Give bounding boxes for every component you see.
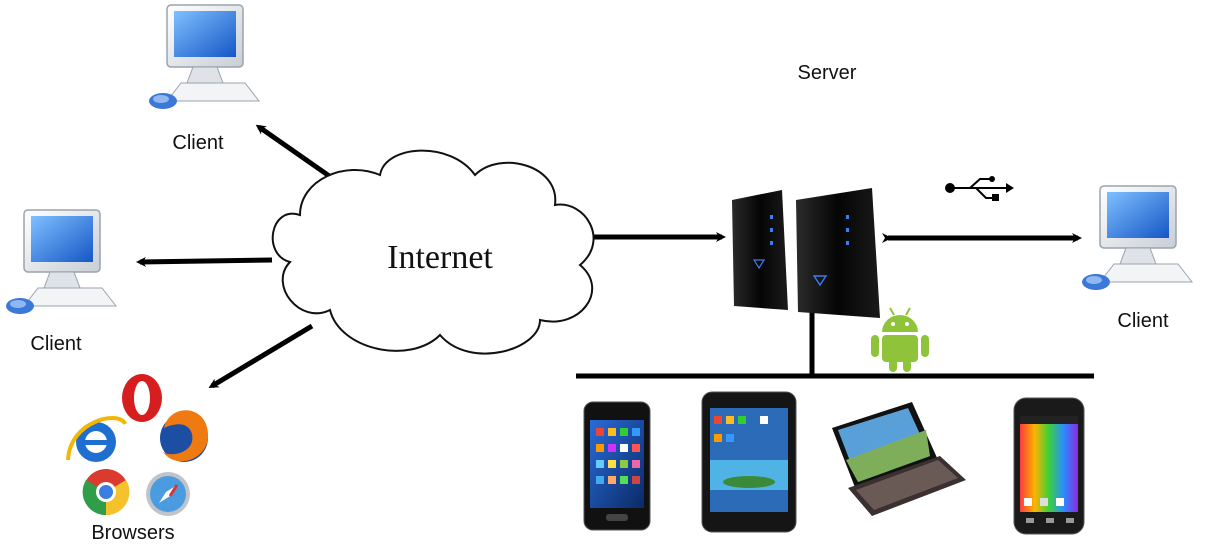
- browser-icons: [66, 374, 209, 516]
- client-top-computer-icon: [148, 4, 260, 110]
- arrow-to-client-left: [136, 256, 273, 267]
- client-left-computer-icon: [5, 209, 117, 315]
- opera-icon: [122, 374, 162, 422]
- safari-icon: [146, 472, 190, 516]
- chrome-icon: [82, 469, 130, 516]
- browsers-label: Browsers: [91, 522, 174, 544]
- internet-explorer-icon: [66, 416, 127, 462]
- server-label: Server: [798, 62, 857, 84]
- arrow-to-browsers: [208, 323, 314, 389]
- android-icon: [871, 307, 929, 372]
- phone-samsung-galaxy-icon: [583, 401, 651, 531]
- internet-cloud: Internet: [271, 149, 595, 355]
- tablet-slider-keyboard-icon: [832, 402, 966, 516]
- client-right-computer-icon: [1081, 185, 1193, 291]
- tablet-galaxy-tab-icon: [701, 391, 797, 533]
- client-right-label: Client: [1117, 310, 1169, 332]
- server-icon: [732, 188, 880, 318]
- usb-icon: [945, 176, 1014, 201]
- phone-galaxy-nexus-icon: [1013, 397, 1085, 535]
- firefox-icon: [160, 410, 209, 462]
- arrow-to-client-top: [255, 124, 337, 183]
- cloud-label: Internet: [387, 239, 493, 276]
- client-top-label: Client: [172, 132, 224, 154]
- client-left-label: Client: [30, 333, 82, 355]
